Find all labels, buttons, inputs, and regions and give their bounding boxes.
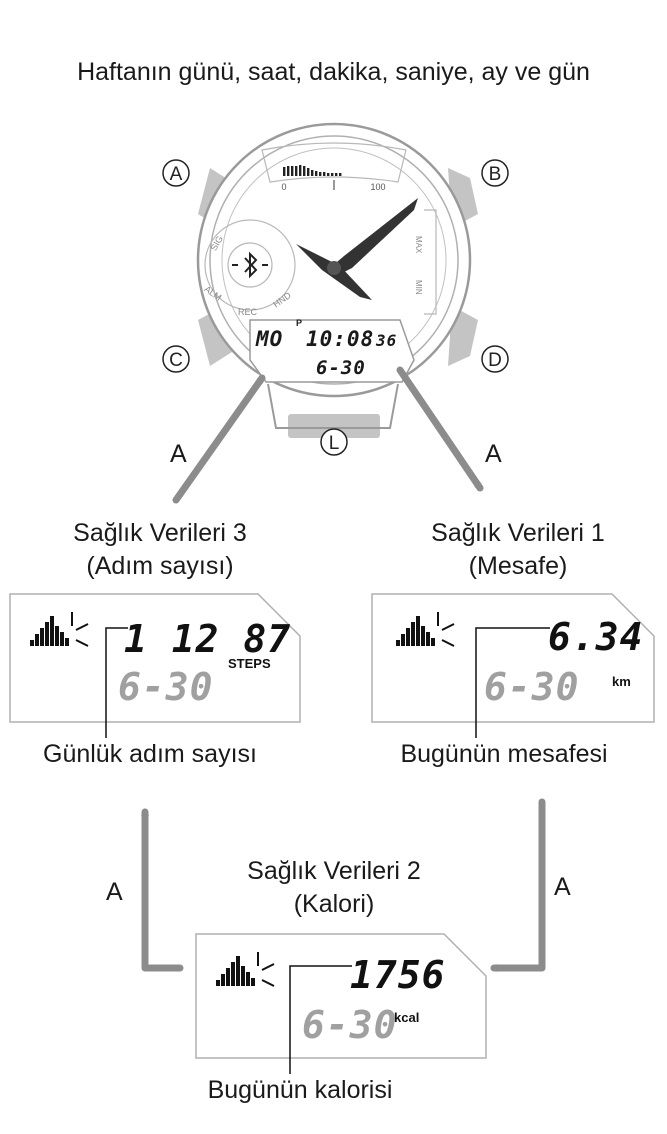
calories-title-line1: Sağlık Verileri 2 [247,857,421,885]
steps-lcd: 1 12 87 STEPS 6-30 [9,593,301,738]
bluetooth-subdial-inner [227,242,273,288]
side-min-label: MIN [414,280,423,295]
watch-illustration: 0 100 SIG ALM REC HND MAX MIN MO P 10:08… [162,122,509,456]
distance-value: 6.34 [548,615,644,659]
steps-title: Sağlık Verileri 3 (Adım sayısı) [20,517,300,583]
press-label-left-bottom: A [106,878,123,906]
calories-lcd: 1756 6-30 kcal [195,933,487,1074]
watch-lug [267,383,399,429]
arrow-calories-to-steps [141,808,184,972]
top-gauge-frame [261,142,407,183]
distance-unit: km [612,674,631,689]
button-c-label: C [162,345,190,373]
svg-text:D: D [488,350,502,371]
button-b-label: B [481,159,509,187]
button-l-label: L [320,428,348,456]
press-label-left-top: A [170,440,187,468]
distance-date: 6-30 [484,665,580,709]
steps-title-line1: Sağlık Verileri 3 [73,519,247,547]
distance-lcd: 6.34 km 6-30 [371,593,655,738]
watch-pm-marker: P [296,318,302,328]
calories-caption: Bugünün kalorisi [207,1076,393,1104]
hand-pivot [327,261,341,275]
side-max-label: MAX [414,236,423,254]
distance-title-line2: (Mesafe) [468,552,568,580]
max-min-scale [424,209,437,315]
arrow-watch-to-distance [396,366,484,492]
activity-icon-distance [396,612,455,647]
watch-day: MO [255,327,283,351]
activity-icon [30,612,89,647]
svg-text:L: L [329,433,340,454]
watch-bezel [209,135,459,385]
press-label-right-top: A [485,440,502,468]
minute-hand [330,198,418,276]
steps-value: 1 12 87 [124,617,291,661]
watch-date: 6-30 [316,357,366,379]
button-l-shape [288,414,380,438]
svg-text:C: C [169,350,183,371]
svg-text:B: B [489,164,502,185]
arrow-distance-to-calories [490,798,546,972]
arrow-steps-to-watch [172,374,266,504]
flow-arrows [141,366,546,972]
distance-title: Sağlık Verileri 1 (Mesafe) [378,517,658,583]
calories-title: Sağlık Verileri 2 (Kalori) [194,855,474,921]
watch-seconds: 36 [375,331,397,350]
distance-caption: Bugünün mesafesi [400,740,608,768]
button-a-label: A [162,159,190,187]
steps-title-line2: (Adım sayısı) [86,552,234,580]
steps-caption: Günlük adım sayısı [43,740,257,768]
page-title: Haftanın günü, saat, dakika, saniye, ay … [77,58,590,86]
watch-lcd-frame [249,319,415,383]
bluetooth-subdial-outer [204,219,296,311]
calories-value: 1756 [350,953,446,997]
svg-text:A: A [170,164,183,185]
activity-icon-calories [216,952,275,987]
distance-title-line1: Sağlık Verileri 1 [431,519,605,547]
steps-date: 6-30 [118,665,214,709]
step-gauge-bars [283,165,342,176]
gauge-max-label: 100 [370,182,385,192]
steps-unit: STEPS [228,656,271,671]
calories-date: 6-30 [302,1003,398,1047]
gauge-min-label: 0 [281,182,286,192]
calories-unit: kcal [394,1010,419,1025]
calories-title-line2: (Kalori) [293,890,375,918]
button-d-label: D [481,345,509,373]
watch-time: 10:08 [306,327,374,351]
bluetooth-icon [232,251,268,279]
press-label-right-bottom: A [554,873,571,901]
ring-label-rec: REC [238,307,258,317]
